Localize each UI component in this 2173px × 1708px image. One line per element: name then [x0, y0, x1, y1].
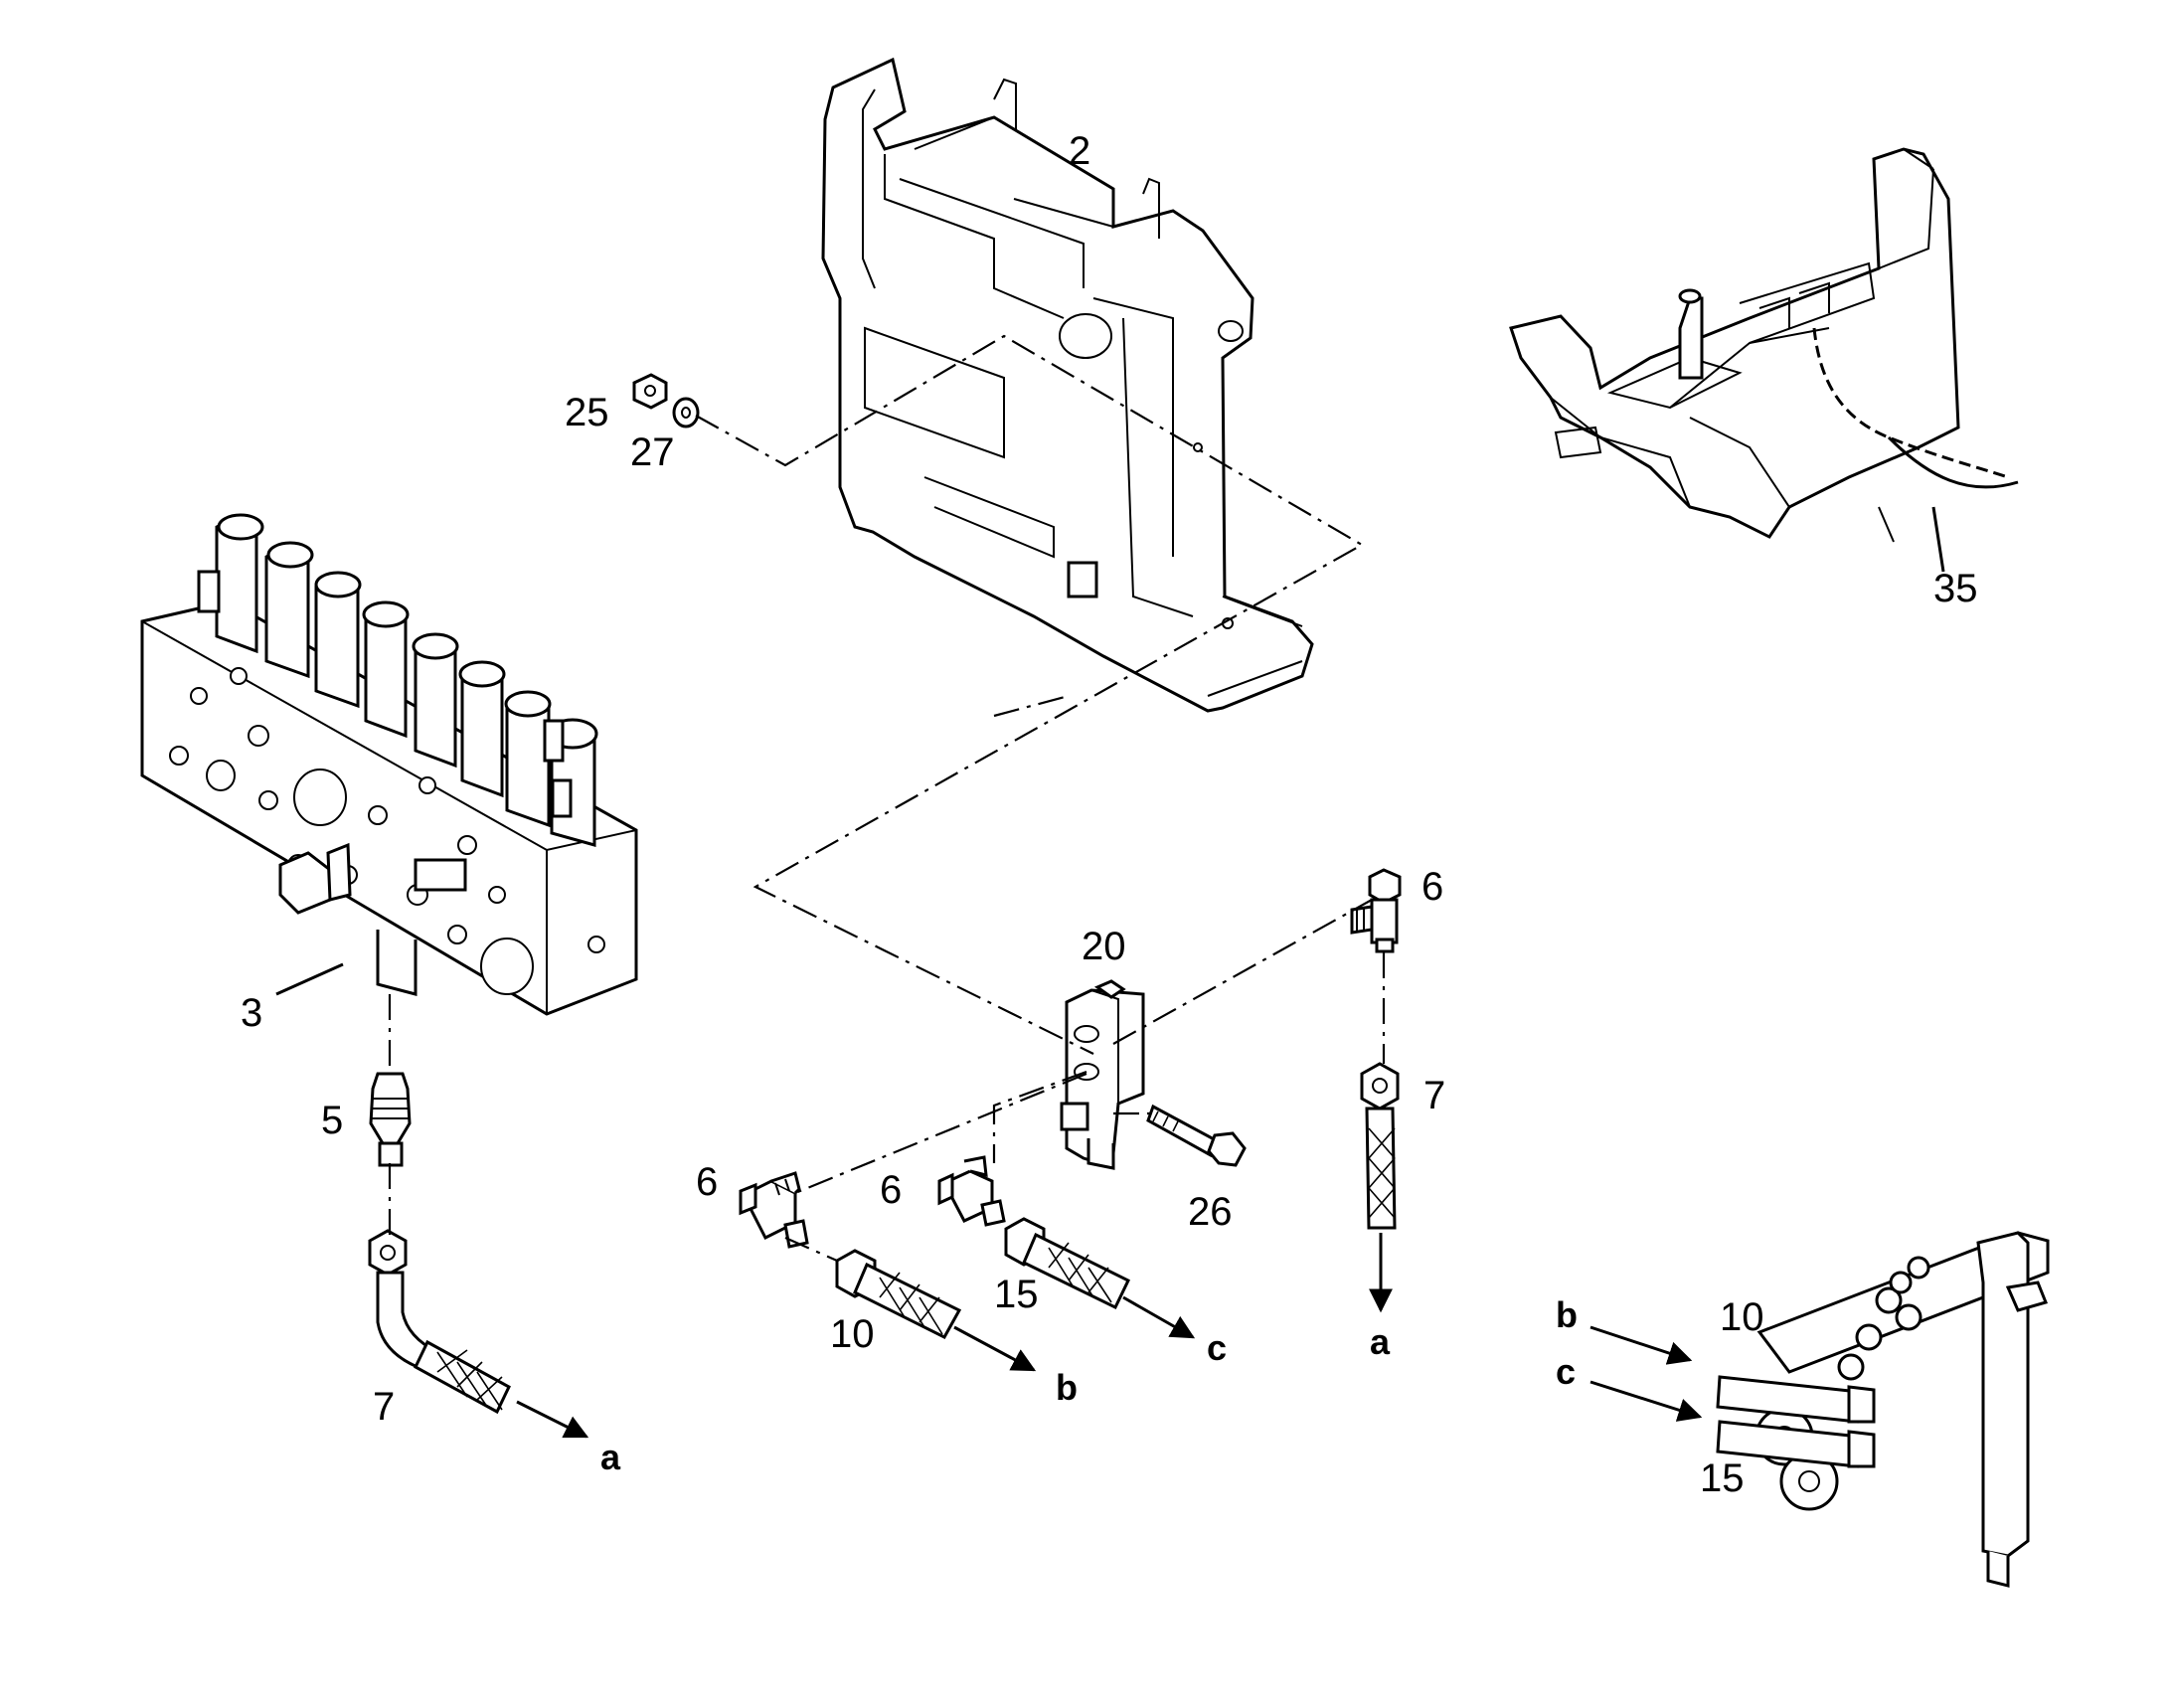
callout-6-top: 6	[1421, 865, 1443, 909]
callout-25: 25	[565, 391, 609, 434]
hose-part-10-mid	[835, 1249, 962, 1339]
bolt-part-26	[1146, 1104, 1247, 1167]
connector-c-mid: c	[1207, 1327, 1227, 1368]
nut-part-25	[632, 373, 668, 410]
console-part-35	[1509, 147, 2019, 543]
callout-2: 2	[1069, 129, 1090, 173]
callout-10-right: 10	[1720, 1295, 1764, 1339]
callout-20: 20	[1082, 925, 1126, 968]
assembly-lines	[388, 334, 1386, 1263]
hose-part-7-right	[1360, 1062, 1400, 1230]
callout-6-left: 6	[696, 1160, 718, 1204]
callout-5: 5	[321, 1099, 343, 1142]
tee-fitting-part-6-top	[1350, 868, 1402, 953]
callout-10-mid: 10	[830, 1312, 875, 1356]
valve-part-20	[1060, 979, 1145, 1170]
connector-b-mid: b	[1056, 1367, 1078, 1408]
tee-fitting-part-6-left	[739, 1171, 809, 1249]
hose-part-7-left	[368, 1229, 511, 1415]
connector-c-right: c	[1556, 1351, 1576, 1392]
callout-labels: 2 35 25 27 3 5 7 20 6 7 26 6 6 10 15 10 …	[241, 129, 1978, 1500]
manifold-assembly	[1716, 1231, 2050, 1588]
leader-lines	[275, 506, 1945, 996]
callout-3: 3	[241, 991, 262, 1035]
bracket-part-2	[821, 57, 1314, 713]
connector-a-right: a	[1370, 1321, 1391, 1362]
tee-fitting-part-6-mid	[937, 1155, 1006, 1227]
valve-block-part-3	[140, 513, 638, 1016]
callout-7-right: 7	[1423, 1074, 1445, 1117]
callout-7-left: 7	[373, 1385, 395, 1429]
connector-a-left: a	[600, 1437, 621, 1477]
washer-part-27	[672, 397, 700, 428]
connector-labels: a b c a b c	[600, 1294, 1578, 1477]
flow-arrows	[516, 1233, 1703, 1439]
callout-15-right: 15	[1700, 1456, 1745, 1500]
connector-b-right: b	[1556, 1294, 1578, 1335]
callout-26: 26	[1188, 1190, 1233, 1234]
callout-6-mid: 6	[880, 1168, 902, 1212]
hose-part-15-mid	[1004, 1217, 1130, 1310]
callout-27: 27	[630, 430, 675, 474]
fitting-part-5	[369, 1072, 412, 1167]
callout-15-mid: 15	[994, 1273, 1039, 1316]
callout-35: 35	[1933, 567, 1978, 610]
